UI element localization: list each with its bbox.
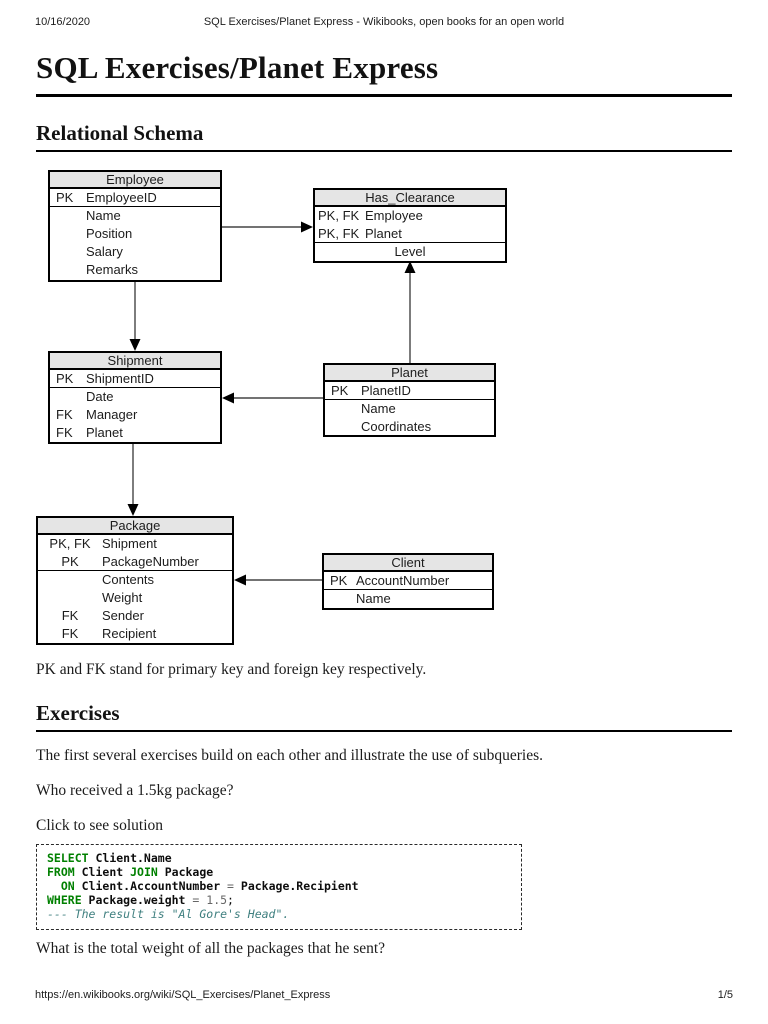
entity-attribute-row: Contents <box>102 572 155 587</box>
entity-attribute-row: Salary <box>86 244 123 259</box>
schema-section-heading: Relational Schema <box>36 120 732 152</box>
entity-attribute-row: Coordinates <box>361 419 432 434</box>
arrow-planet-to-hasclearance <box>404 261 416 363</box>
entity-attribute-row: Name <box>361 401 396 416</box>
sql-code-line: ON Client.AccountNumber = Package.Recipi… <box>60 879 359 893</box>
arrow-planet-to-shipment <box>222 392 323 404</box>
arrow-client-to-package <box>234 574 322 586</box>
entity-attribute-row: Remarks <box>86 262 139 277</box>
entity-title: Client <box>324 555 492 572</box>
entity-attribute-row: Level <box>394 244 426 259</box>
relationship-arrows <box>127 221 416 586</box>
entity-title: Has_Clearance <box>315 190 505 207</box>
solution-toggle-link[interactable]: Click to see solution <box>36 817 164 834</box>
entity-title: Shipment <box>50 353 220 370</box>
exercise-question-2: What is the total weight of all the pack… <box>36 940 386 957</box>
arrow-employee-to-shipment <box>129 282 141 351</box>
exercise-question-1: Who received a 1.5kg package? <box>36 782 234 799</box>
arrow-employee-to-hasclearance <box>222 221 313 233</box>
footer-url: https://en.wikibooks.org/wiki/SQL_Exerci… <box>35 989 331 1001</box>
entity-attribute-row: Date <box>86 389 114 404</box>
arrow-shipment-to-package <box>127 443 139 516</box>
sql-code-block: SELECT Client.Name FROM Client JOIN Pack… <box>36 844 522 930</box>
entity-attribute-row: Name <box>356 591 391 606</box>
sql-code-comment-line: --- The result is "Al Gore's Head". <box>47 907 290 921</box>
exercises-intro: The first several exercises build on eac… <box>36 747 544 764</box>
print-date: 10/16/2020 <box>35 16 91 28</box>
sql-code-line: SELECT Client.Name <box>47 851 172 865</box>
sql-code-line: WHERE Package.weight = 1.5; <box>47 893 234 907</box>
entity-title: Planet <box>325 365 494 382</box>
entity-title: Employee <box>50 172 220 189</box>
schema-note: PK and FK stand for primary key and fore… <box>36 661 427 678</box>
print-document-title: SQL Exercises/Planet Express - Wikibooks… <box>203 16 565 28</box>
entity-attribute-row: Position <box>86 226 133 241</box>
entity-title: Package <box>38 518 232 535</box>
footer-page-indicator: 1/5 <box>717 989 733 1001</box>
exercises-section-heading: Exercises <box>36 700 732 732</box>
entity-attribute-row: Name <box>86 208 121 223</box>
entity-attribute-row: Weight <box>102 590 143 605</box>
page-title: SQL Exercises/Planet Express <box>36 50 732 97</box>
sql-code-line: FROM Client JOIN Package <box>47 865 214 879</box>
